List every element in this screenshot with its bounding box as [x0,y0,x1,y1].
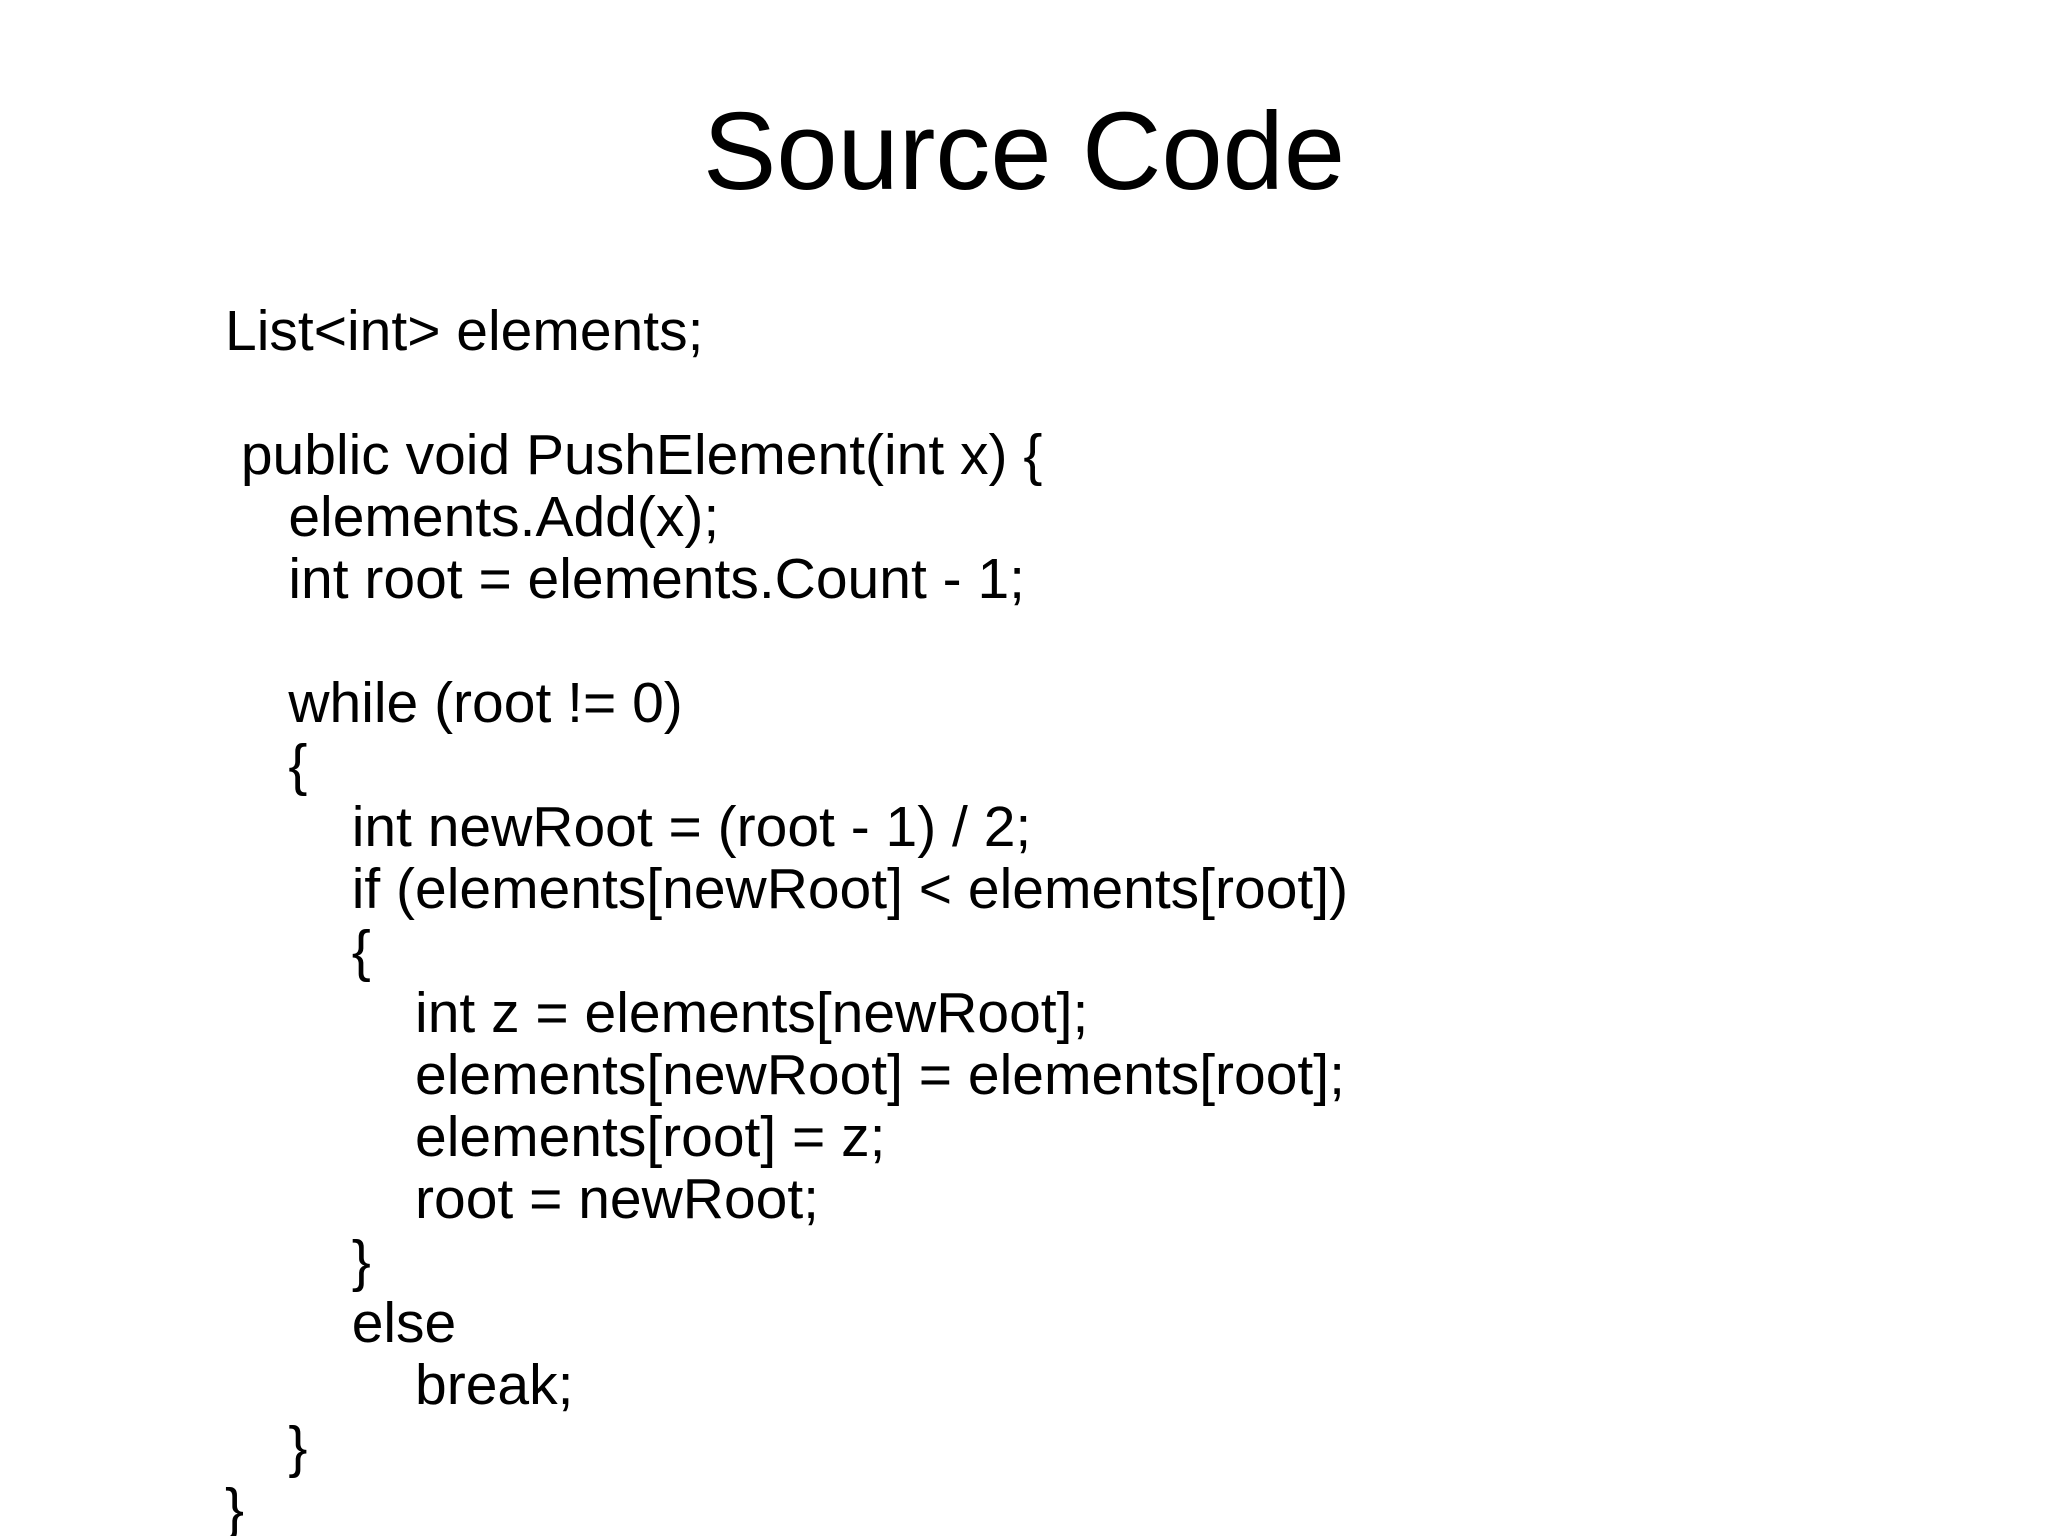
code-line: } [225,1477,245,1536]
code-line: elements[root] = z; [225,1105,886,1169]
code-line: if (elements[newRoot] < elements[root]) [225,857,1349,921]
code-line: { [225,733,308,797]
slide-title: Source Code [702,90,1346,213]
code-line: { [225,919,371,983]
code-line: int root = elements.Count - 1; [225,547,1025,611]
code-line [225,610,2008,672]
code-line: else [225,1291,457,1355]
code-line: elements.Add(x); [225,485,720,549]
code-line [225,362,2008,424]
code-line: List<int> elements; [225,299,704,363]
code-line: public void PushElement(int x) { [225,423,1043,487]
code-line: } [225,1415,308,1479]
code-line: elements[newRoot] = elements[root]; [225,1043,1345,1107]
code-line: int z = elements[newRoot]; [225,981,1089,1045]
code-line: break; [225,1353,574,1417]
code-line: int newRoot = (root - 1) / 2; [225,795,1032,859]
code-line: } [225,1229,371,1293]
source-code-block: List<int> elements; public void PushElem… [225,300,2008,1536]
code-line: root = newRoot; [225,1167,820,1231]
code-line: while (root != 0) [225,671,683,735]
